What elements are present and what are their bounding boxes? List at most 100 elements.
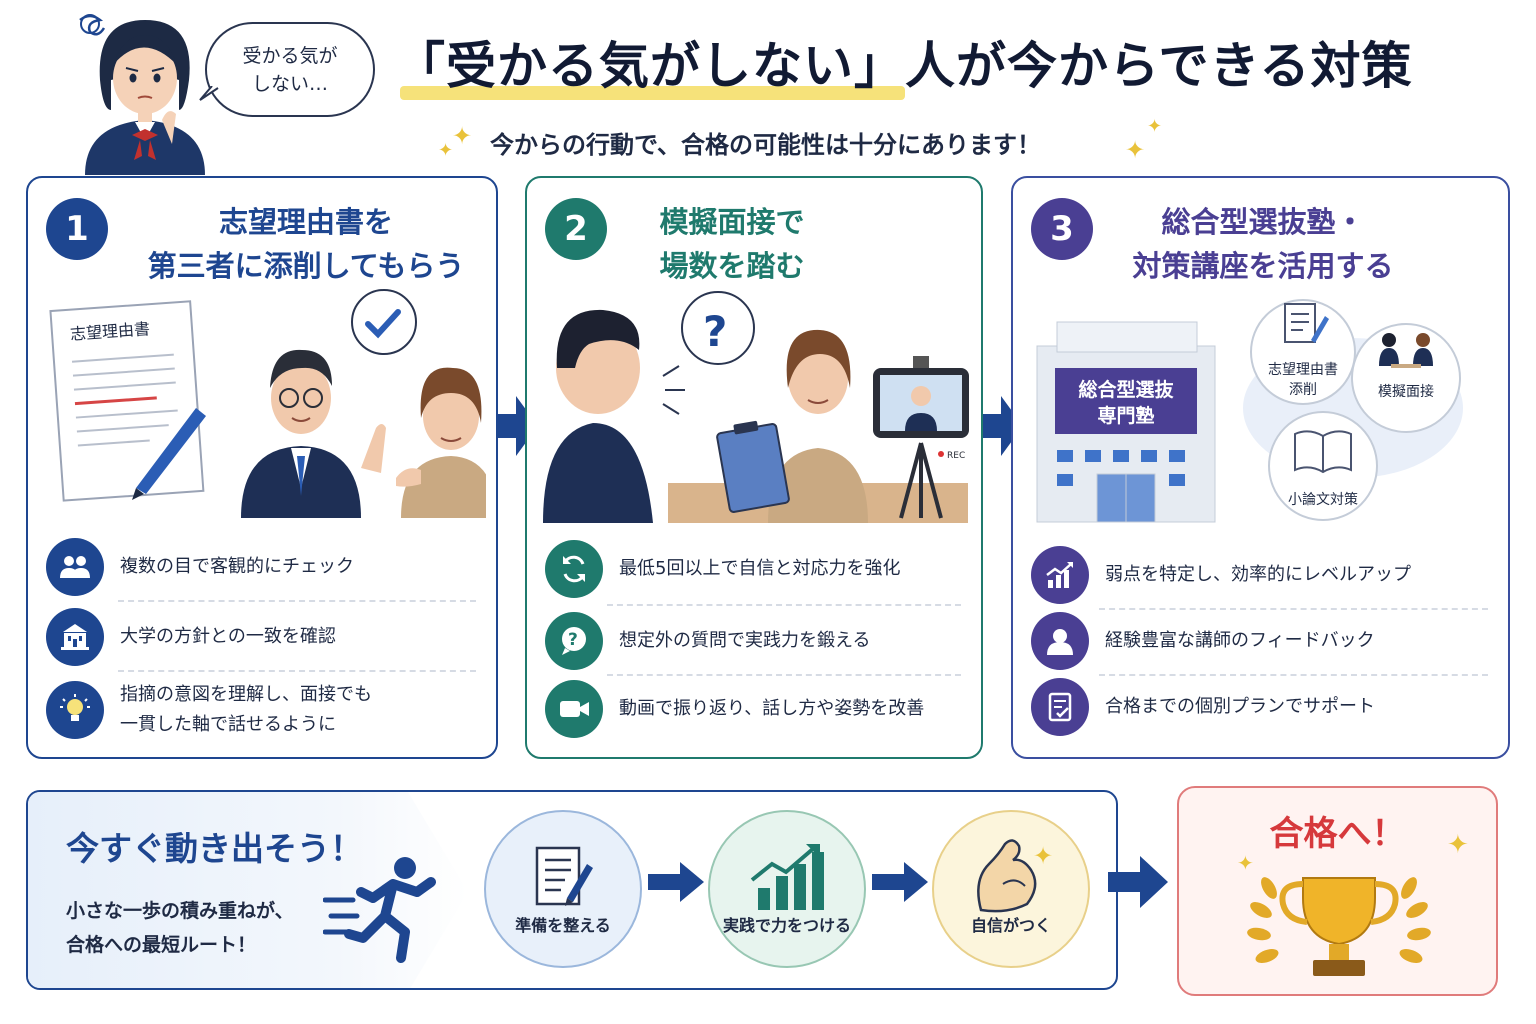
running-person-icon <box>323 857 436 963</box>
cta-title: 今すぐ動き出そう！ <box>66 829 363 868</box>
feature-item: 最低5回以上で自信と対応力を強化 <box>545 540 963 598</box>
flow-step-practice: 実践で力をつける <box>708 810 866 968</box>
cram-school-illustration: 総合型選抜 専門塾 志望理由書 添削 模擬面接 小論文対策 <box>1036 299 1463 523</box>
divider <box>1099 608 1488 610</box>
sparkle-icon: ✦ <box>452 122 473 150</box>
university-icon <box>46 608 104 666</box>
feature-text: 動画で振り返り、話し方や姿勢を改善 <box>619 698 925 719</box>
flexed-arm-icon: ✦ <box>977 839 1053 913</box>
svg-text:?: ? <box>703 307 727 356</box>
card-title: 志望理由書を 第三者に添削してもらう <box>116 200 496 288</box>
worried-student-illustration <box>79 14 205 175</box>
cta-text-line-1: 小さな一歩の積み重ねが、 <box>66 900 294 922</box>
sparkle-icon: ✦ <box>1125 136 1146 164</box>
flow-arrow-icon <box>648 862 704 902</box>
bubble-tail <box>199 86 219 101</box>
worry-speech-bubble: 受かる気が しない… <box>205 22 375 117</box>
video-camera-icon <box>545 680 603 738</box>
step-number-badge: 2 <box>545 198 607 260</box>
feature-text: 弱点を特定し、効率的にレベルアップ <box>1105 564 1411 585</box>
person-icon <box>1031 612 1089 670</box>
feature-item: 弱点を特定し、効率的にレベルアップ <box>1031 546 1490 604</box>
feature-item: 大学の方針との一致を確認 <box>46 608 478 666</box>
feature-item: 複数の目で客観的にチェック <box>46 538 478 596</box>
flow-arrow-icon <box>872 862 928 902</box>
card-title-line-2: 対策講座を活用する <box>1132 249 1394 283</box>
bubble-line-2: しない… <box>251 72 328 95</box>
card-title: 模擬面接で 場数を踏む <box>617 200 847 288</box>
divider <box>607 604 961 606</box>
cta-text-line-2: 合格への最短ルート！ <box>66 934 257 956</box>
divider <box>118 600 476 602</box>
feature-text: 最低5回以上で自信と対応力を強化 <box>619 558 901 579</box>
flow-arrow-icon <box>983 396 1023 456</box>
feature-item: 指摘の意図を理解し、面接でも 一貫した軸で話せるように <box>46 680 478 740</box>
document-pen-icon <box>535 846 593 906</box>
school-sign-line-1: 総合型選抜 <box>1078 378 1174 401</box>
goal-title: 合格へ！ <box>1269 814 1406 854</box>
svg-text:✦: ✦ <box>1237 851 1254 875</box>
card-title-line-2: 場数を踏む <box>659 249 805 283</box>
trophy-icon: ✦ <box>1237 851 1431 976</box>
sparkle-icon: ✦ <box>438 140 454 161</box>
school-sign-line-2: 専門塾 <box>1097 404 1154 427</box>
sparkle-icon: ✦ <box>1447 830 1469 860</box>
page-subtitle: 今からの行動で、合格の可能性は十分にあります！ <box>490 131 1042 159</box>
sparkle-icon: ✦ <box>1147 116 1163 137</box>
goal-panel: 合格へ！ ✦ ✦ <box>1177 786 1498 996</box>
feature-item: 合格までの個別プランでサポート <box>1031 678 1490 736</box>
flow-step-label: 準備を整える <box>515 916 611 935</box>
step-number-badge: 1 <box>46 198 108 260</box>
feature-text: 複数の目で客観的にチェック <box>120 556 354 577</box>
card-title-line-1: 模擬面接で <box>659 205 805 239</box>
feature-text-line-1: 指摘の意図を理解し、面接でも <box>120 684 372 705</box>
service-bubble-label: 模擬面接 <box>1378 383 1434 400</box>
growth-chart-icon <box>1031 546 1089 604</box>
bubble-line-1: 受かる気が <box>242 44 338 67</box>
feature-text: 想定外の質問で実践力を鍛える <box>619 630 871 651</box>
feature-text: 大学の方針との一致を確認 <box>120 626 336 647</box>
question-bubble-icon: ? <box>545 612 603 670</box>
strategy-card-1: 1 志望理由書を 第三者に添削してもらう 志望理由書 <box>26 176 498 759</box>
action-flow-panel: 今すぐ動き出そう！ 小さな一歩の積み重ねが、 合格への最短ルート！ 準備を整える… <box>26 790 1118 990</box>
feature-item: 経験豊富な講師のフィードバック <box>1031 612 1490 670</box>
strategy-card-2: 2 模擬面接で 場数を踏む ? REC 最低5回以上で自信と対応力を強化 <box>525 176 983 759</box>
checklist-icon <box>1031 678 1089 736</box>
people-icon <box>46 538 104 596</box>
flow-step-confidence: ✦ 自信がつく <box>932 810 1090 968</box>
step-number-badge: 3 <box>1031 198 1093 260</box>
flow-step-prepare: 準備を整える <box>484 810 642 968</box>
service-bubble-label: 小論文対策 <box>1288 491 1358 508</box>
svg-text:?: ? <box>568 630 578 650</box>
service-bubble-line-1: 志望理由書 <box>1268 362 1338 378</box>
feature-text-line-2: 一貫した軸で話せるように <box>120 714 336 735</box>
card-title: 総合型選抜塾・ 対策講座を活用する <box>1093 200 1433 288</box>
svg-text:✦: ✦ <box>1033 842 1053 870</box>
card-title-line-1: 総合型選抜塾・ <box>1161 205 1365 239</box>
page-title: 「受かる気がしない」人が今からできる対策 <box>395 37 1413 95</box>
divider <box>1099 674 1488 676</box>
cta-text: 小さな一歩の積み重ねが、 合格への最短ルート！ <box>66 894 294 962</box>
divider <box>118 670 476 672</box>
growth-bar-chart-icon <box>750 844 824 910</box>
feature-text: 合格までの個別プランでサポート <box>1105 696 1375 717</box>
flow-step-label: 実践で力をつける <box>722 916 851 935</box>
header: 受かる気が しない… 「受かる気がしない」人が今からできる対策 ✦ ✦ 今からの… <box>0 0 1536 175</box>
strategy-card-3: 3 総合型選抜塾・ 対策講座を活用する 総合型選抜 専門塾 志望理由書 添削 模… <box>1011 176 1510 759</box>
card-title-line-1: 志望理由書を <box>218 205 393 239</box>
flow-arrow-icon <box>498 396 538 456</box>
mock-interview-illustration: ? REC <box>543 291 969 523</box>
feature-text: 経験豊富な講師のフィードバック <box>1105 630 1375 651</box>
refresh-icon <box>545 540 603 598</box>
flow-arrow-icon <box>1108 856 1168 908</box>
title-highlight <box>400 86 905 100</box>
lightbulb-icon <box>46 681 104 739</box>
feature-item: ? 想定外の質問で実践力を鍛える <box>545 612 963 670</box>
service-bubble-line-2: 添削 <box>1289 382 1317 398</box>
feature-text: 指摘の意図を理解し、面接でも 一貫した軸で話せるように <box>120 680 372 740</box>
rec-label: REC <box>947 451 965 461</box>
card-title-line-2: 第三者に添削してもらう <box>147 249 465 283</box>
feature-item: 動画で振り返り、話し方や姿勢を改善 <box>545 680 963 738</box>
essay-review-illustration: 志望理由書 <box>49 289 486 518</box>
flow-step-label: 自信がつく <box>970 916 1051 935</box>
